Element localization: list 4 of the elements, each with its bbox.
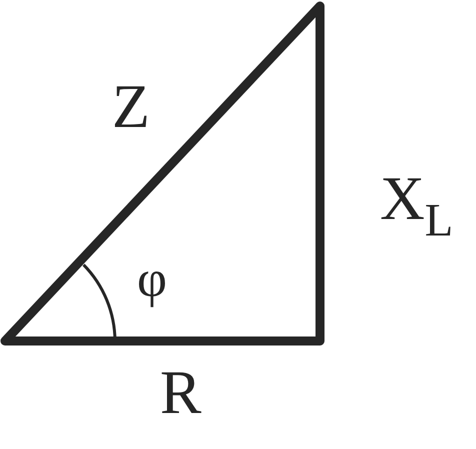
angle-label: φ	[137, 254, 168, 306]
hypotenuse-label: Z	[112, 76, 150, 138]
base-side-label: R	[160, 362, 202, 424]
vertical-side-label: X$_{L}$	[380, 168, 454, 245]
